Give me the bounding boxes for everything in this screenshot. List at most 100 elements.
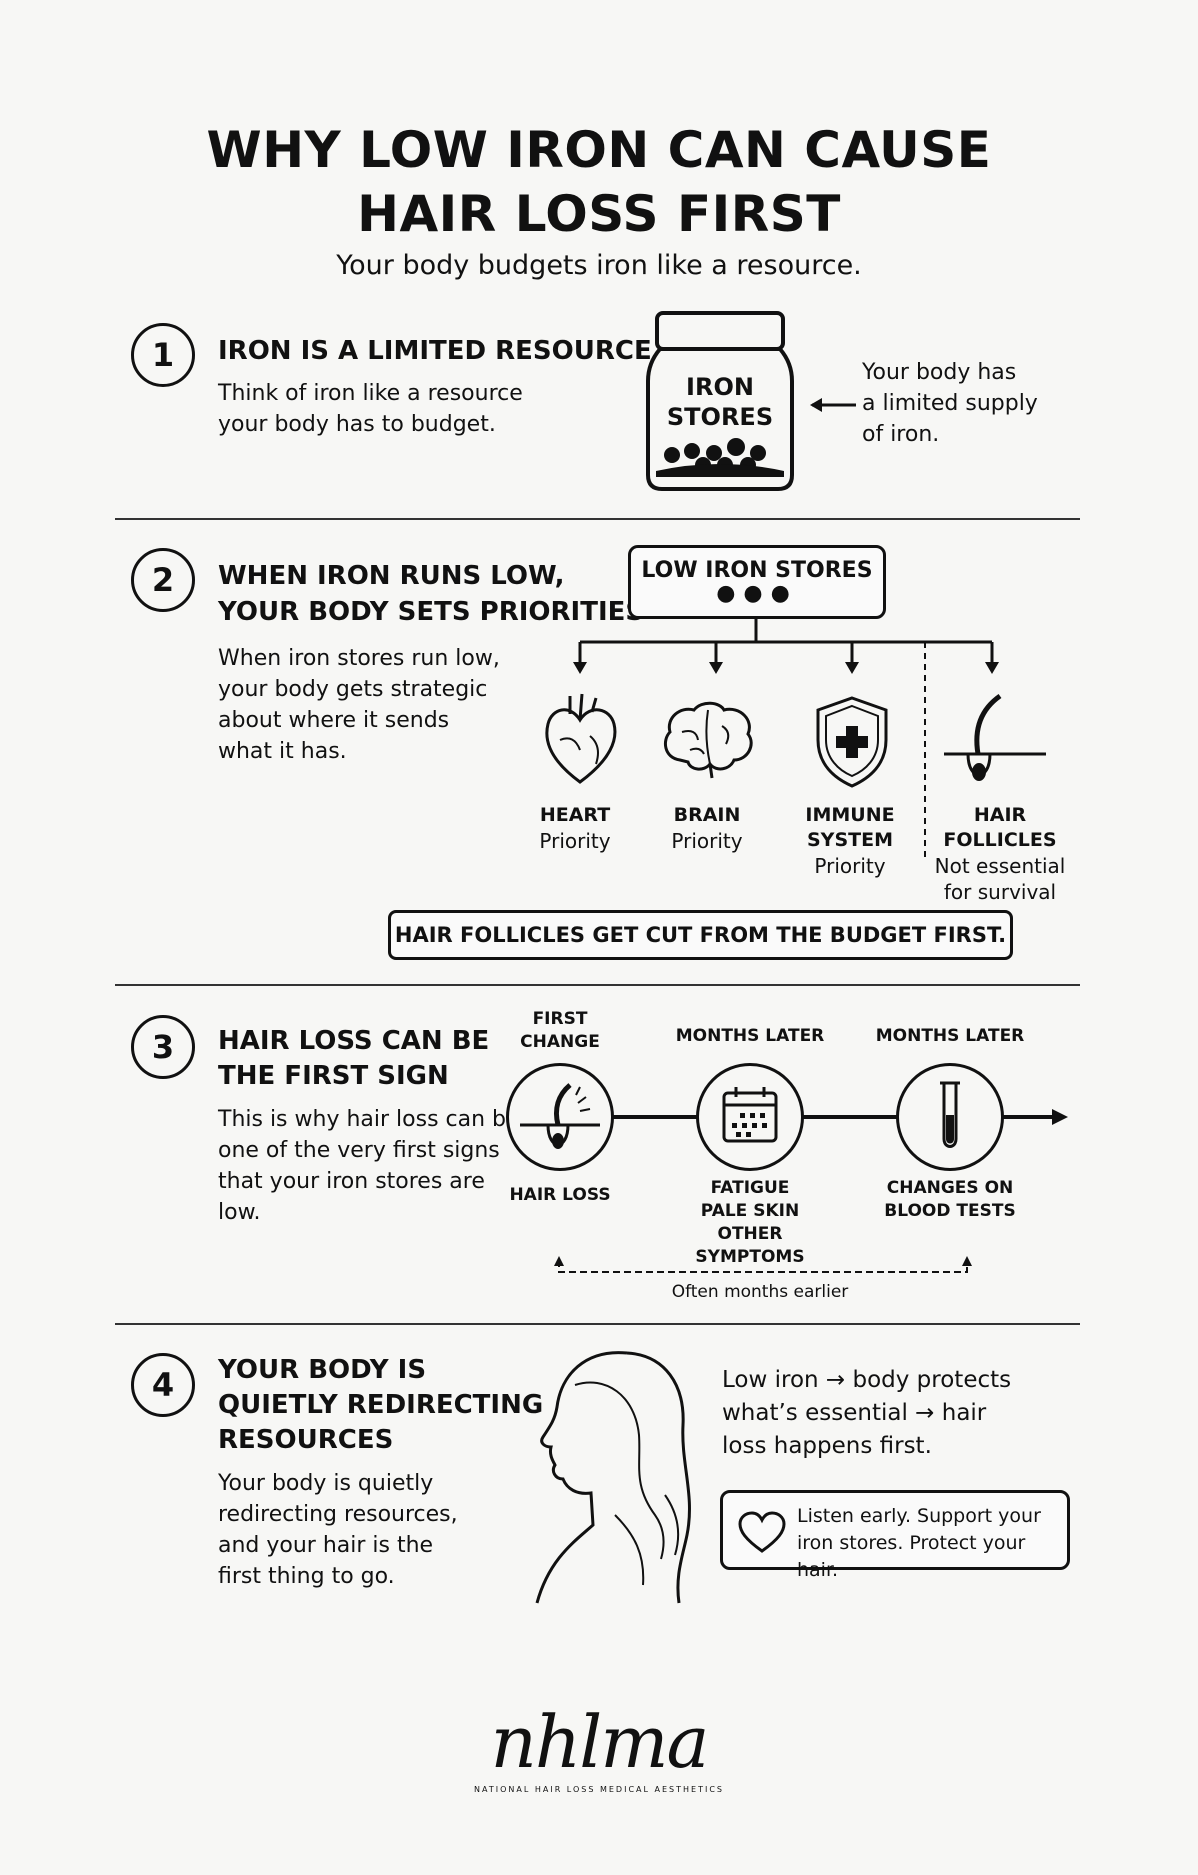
title-line-1: WHY LOW IRON CAN CAUSE [206, 121, 992, 179]
timeline-symptom: OTHER SYMPTOMS [695, 1224, 805, 1267]
step-number-3: 3 [131, 1015, 195, 1079]
heart-outline-icon [738, 1511, 786, 1553]
section-4-body: Your body is quietly redirecting resourc… [218, 1468, 458, 1592]
arrow-left-icon [810, 398, 856, 412]
page-title: WHY LOW IRON CAN CAUSE HAIR LOSS FIRST [0, 118, 1198, 246]
jar-note-line: Your body has [862, 360, 1017, 385]
low-iron-stores-box: LOW IRON STORES ●●● [628, 545, 886, 619]
section-2-body: When iron stores run low, your body gets… [218, 643, 500, 767]
timeline-symptom: BLOOD TESTS [884, 1201, 1016, 1221]
title-line-2: HAIR LOSS FIRST [357, 185, 841, 243]
section-4-flow: Low iron → body protects what’s essentia… [722, 1364, 1011, 1463]
organ-brain: BRAIN Priority [652, 803, 762, 854]
section-1-body: Think of iron like a resource your body … [218, 378, 523, 440]
span-label: Often months earlier [671, 1282, 849, 1302]
section-3-body-line: one of the very first signs [218, 1138, 500, 1163]
brand-logo: nhlma [490, 1700, 710, 1784]
section-4-body-line: redirecting resources, [218, 1502, 458, 1527]
organ-name: HAIR FOLLICLES [943, 804, 1057, 851]
jar-label: IRON STORES [660, 372, 780, 432]
section-1-body-line: your body has to budget. [218, 412, 496, 437]
section-3-body-line: low. [218, 1200, 261, 1225]
section-4-flow-line: loss happens first. [722, 1433, 932, 1459]
jar-label-line: STORES [666, 403, 774, 431]
organ-status: for survival [943, 880, 1057, 904]
brand-tagline: NATIONAL HAIR LOSS MEDICAL AESTHETICS [474, 1785, 724, 1794]
organ-name: IMMUNE [805, 804, 895, 826]
budget-banner: HAIR FOLLICLES GET CUT FROM THE BUDGET F… [388, 910, 1013, 960]
timeline-step-2-top: MONTHS LATER [675, 1026, 825, 1046]
timeline-step-3-top: MONTHS LATER [875, 1026, 1025, 1046]
budget-banner-text: HAIR FOLLICLES GET CUT FROM THE BUDGET F… [394, 923, 1007, 947]
timeline-step-1-bottom: HAIR LOSS [509, 1185, 611, 1205]
timeline-step-2-bottom: FATIGUE PALE SKIN OTHER SYMPTOMS [660, 1177, 840, 1269]
timeline-step-1-top: FIRST CHANGE [508, 1008, 612, 1054]
section-2-body-line: your body gets strategic [218, 677, 488, 702]
section-4-flow-line: Low iron → body protects [722, 1367, 1012, 1393]
timeline-symptom: FATIGUE [710, 1178, 790, 1198]
step-number-1: 1 [131, 323, 195, 387]
section-3-heading-line: HAIR LOSS CAN BE [218, 1026, 490, 1056]
section-divider [115, 1323, 1080, 1325]
organ-status: Priority [814, 854, 886, 878]
timeline-step-label: FIRST [532, 1009, 588, 1029]
iron-jar-icon [646, 311, 794, 491]
section-divider [115, 984, 1080, 986]
branch-connector [573, 618, 999, 858]
hair-follicle-icon [944, 693, 1046, 781]
test-tube-icon [940, 1081, 960, 1148]
section-4-body-line: Your body is quietly [218, 1471, 434, 1496]
organ-status: Not essential [934, 854, 1066, 878]
low-iron-stores-label: LOW IRON STORES [641, 558, 873, 583]
heart-icon [545, 693, 617, 784]
callout-line: Listen early. Support your [797, 1505, 1041, 1527]
months-earlier-span [554, 1256, 972, 1273]
organ-name: SYSTEM [807, 829, 893, 851]
jar-note-line: of iron. [862, 422, 940, 447]
page-subtitle: Your body budgets iron like a resource. [336, 250, 862, 281]
organ-hair-follicles: HAIR FOLLICLES Not essential for surviva… [925, 803, 1075, 905]
callout-line: iron stores. Protect your hair. [797, 1532, 1026, 1581]
jar-note-line: a limited supply [862, 391, 1038, 416]
section-4-heading-line: YOUR BODY IS [218, 1355, 427, 1385]
section-1-body-line: Think of iron like a resource [218, 381, 523, 406]
callout-text: Listen early. Support your iron stores. … [797, 1503, 1067, 1584]
organ-name: HEART [539, 804, 611, 826]
section-2-heading: WHEN IRON RUNS LOW, YOUR BODY SETS PRIOR… [218, 558, 644, 630]
section-2-body-line: about where it sends [218, 708, 450, 733]
timeline-symptom: CHANGES ON [886, 1178, 1014, 1198]
timeline-step-3-bottom: CHANGES ON BLOOD TESTS [870, 1177, 1030, 1223]
brain-icon [663, 701, 753, 779]
organ-immune-system: IMMUNE SYSTEM Priority [795, 803, 905, 879]
section-4-heading-line: QUIETLY REDIRECTING [218, 1390, 544, 1420]
step-number-2: 2 [131, 548, 195, 612]
timeline-step-label: CHANGE [520, 1032, 600, 1052]
organ-name: BRAIN [673, 804, 741, 826]
callout-box: Listen early. Support your iron stores. … [720, 1490, 1070, 1581]
dots-icon: ●●● [716, 581, 798, 606]
hair-follicle-icon [520, 1083, 600, 1149]
section-4-flow-line: what’s essential → hair [722, 1400, 987, 1426]
section-2-heading-line: YOUR BODY SETS PRIORITIES [218, 597, 645, 627]
section-3-body: This is why hair loss can be one of the … [218, 1104, 520, 1228]
step-number-4: 4 [131, 1353, 195, 1417]
section-2-body-line: what it has. [218, 739, 347, 764]
calendar-icon [722, 1087, 778, 1143]
jar-label-line: IRON [686, 373, 754, 401]
section-3-heading: HAIR LOSS CAN BE THE FIRST SIGN [218, 1024, 489, 1094]
section-2-heading-line: WHEN IRON RUNS LOW, [218, 561, 565, 591]
section-4-body-line: first thing to go. [218, 1564, 395, 1589]
section-3-heading-line: THE FIRST SIGN [218, 1061, 449, 1091]
jar-note: Your body has a limited supply of iron. [862, 357, 1038, 450]
organ-heart: HEART Priority [520, 803, 630, 854]
section-4-body-line: and your hair is the [218, 1533, 434, 1558]
section-2-body-line: When iron stores run low, [218, 646, 500, 671]
section-divider [115, 518, 1080, 520]
organ-status: Priority [671, 829, 743, 853]
section-3-body-line: that your iron stores are [218, 1169, 485, 1194]
section-4-heading-line: RESOURCES [218, 1425, 394, 1455]
woman-profile-illustration [535, 1351, 691, 1604]
organ-status: Priority [539, 829, 611, 853]
shield-plus-icon [816, 696, 888, 788]
section-1-heading: IRON IS A LIMITED RESOURCE [218, 336, 652, 366]
